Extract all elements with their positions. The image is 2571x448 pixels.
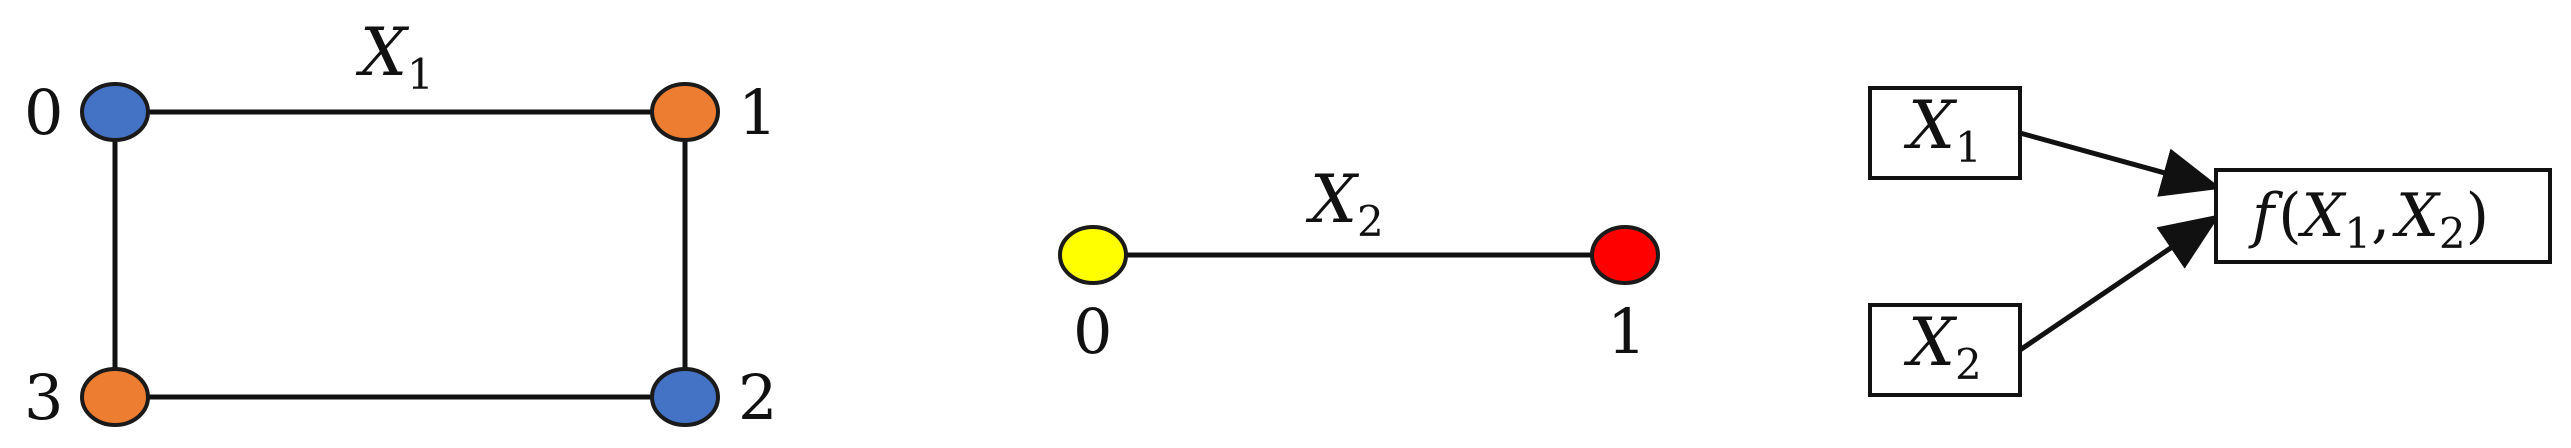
input-box-x1 xyxy=(1868,86,2022,180)
graph1-node-2 xyxy=(650,367,720,427)
graph1-node-1-label: 1 xyxy=(738,76,777,149)
graph2-node-1-label: 1 xyxy=(1607,295,1646,368)
input-x1-label: X1 xyxy=(1903,87,1982,172)
output-box-f xyxy=(2214,168,2552,264)
graph1-node-0 xyxy=(80,82,150,142)
graph2-node-0 xyxy=(1058,225,1128,285)
graph1-node-1 xyxy=(650,82,720,142)
graph1-edge-label: X1 xyxy=(355,14,434,99)
graph1-node-3 xyxy=(80,367,150,427)
composition: X1 X2 f(X1,X2) xyxy=(1868,86,2552,397)
arrow-x2-to-f xyxy=(2018,214,2221,353)
arrow-x1-to-f xyxy=(2019,130,2222,197)
graph2-node-1 xyxy=(1590,225,1660,285)
graph-2: X2 0 1 xyxy=(1058,161,1660,368)
graph1-node-3-label: 3 xyxy=(24,361,63,434)
input-box-x2 xyxy=(1868,303,2022,397)
graph2-edge-label: X2 xyxy=(1305,161,1384,246)
graph1-node-2-label: 2 xyxy=(738,361,777,434)
input-x2-label: X2 xyxy=(1903,304,1982,389)
graph2-node-0-label: 0 xyxy=(1073,295,1112,368)
graph1-node-0-label: 0 xyxy=(24,76,63,149)
graph-1: X1 0 1 2 3 xyxy=(24,14,777,434)
output-f-label: f(X1,X2) xyxy=(2248,181,2489,258)
